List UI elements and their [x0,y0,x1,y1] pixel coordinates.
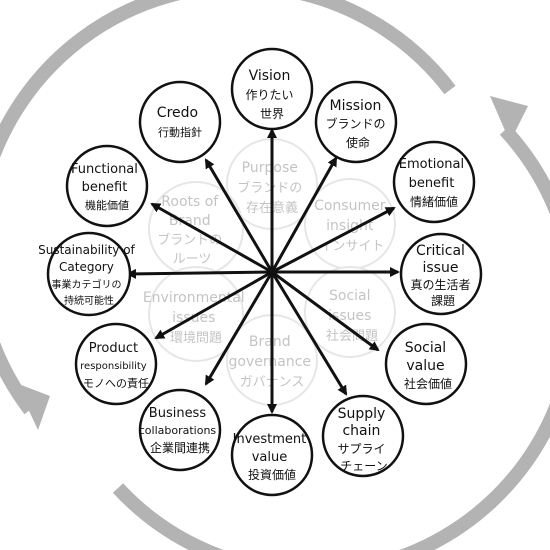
inner-node-social-issues-line-1: Social [329,288,371,304]
inner-node-consumer-line-2: insight [326,218,374,234]
arrow-to-sustainability-of-category [126,268,273,279]
svg-text:Functional benefit: Functional benefit 機能価値 [71,158,143,212]
inner-node-purpose-line-2: ブランドの [237,180,302,196]
node-investment-value-line-2: value [252,450,288,465]
svg-text:Roots of Brand: Roots of Brand ブランドの ルーツ [157,194,226,267]
node-sustainability-of-category-line-1: Sustainability of [38,243,135,257]
node-social-value-line-1: Social [405,340,447,356]
inner-node-roots-line-1: Roots of [161,194,219,210]
node-emotional-benefit-line-2: benefit [409,176,455,191]
arrow-to-emotional-benefit [271,206,396,274]
svg-text:Credo 行動指針: Credo 行動指針 [157,102,203,139]
inner-node-environmental-line-3: 環境問題 [170,331,222,346]
svg-text:Business collaboration: Business collaborations 企業間連携 [139,402,222,455]
node-critical-issue-line-3: 真の生活者 [410,278,470,292]
node-credo-line-2: 行動指針 [158,125,202,139]
node-critical-issue-line-1: Critical [416,243,465,259]
inner-node-brand-governance-line-1: Brand [249,334,291,350]
inner-node-consumer: Consumer insight インサイト [304,178,396,270]
inner-node-environmental-line-1: Environmental [143,290,245,306]
inner-node-social-issues: Social issues 社会問題 [304,266,396,358]
inner-circles: Purpose ブランドの 存在意義 Roots of Brand ブランドの … [143,138,396,406]
inner-node-consumer-line-3: インサイト [319,239,384,254]
node-credo-line-1: Credo [157,105,198,121]
arrow-to-functional-benefit [150,202,273,274]
node-sustainability-of-category: Sustainability of Category 事業カテゴリの 持続可能性 [38,231,140,317]
node-supply-chain-line-1: Supply [338,406,386,422]
arrow-to-credo [204,158,274,273]
node-supply-chain-line-2: chain [342,423,380,439]
node-investment-value-line-1: Investment [233,432,307,447]
inner-node-roots-line-2: Brand [169,213,211,229]
node-critical-issue: Critical issue 真の生活者 課題 [399,232,483,316]
inner-node-consumer-line-1: Consumer [314,198,386,214]
node-product-responsibility-line-1: Product [89,341,138,356]
node-emotional-benefit-line-3: 情緒価値 [410,194,458,209]
node-functional-benefit-line-3: 機能価値 [85,198,129,212]
node-functional-benefit-line-2: benefit [82,180,128,195]
node-product-responsibility: Product responsibility モノへの責任 [74,322,158,406]
svg-text:Sustainability of Cate: Sustainability of Category 事業カテゴリの 持続可能性 [38,239,140,307]
svg-text:Product responsibility: Product responsibility モノへの責任 [80,337,152,390]
inner-node-roots-line-4: ルーツ [173,252,212,267]
node-business-collaborations: Business collaborations 企業間連携 [139,388,222,472]
node-social-value-line-3: 社会価値 [404,376,452,391]
svg-text:Vision 作りたい 世界: Vision 作りたい 世界 [245,65,298,121]
node-emotional-benefit: Emotional benefit 情緒価値 [392,140,476,224]
arrow-to-business-collaborations [204,271,274,386]
arrow-to-social-value [271,270,380,352]
node-mission-line-1: Mission [330,98,382,114]
svg-text:Consumer insight: Consumer insight インサイト [314,198,390,254]
node-vision-line-2: 作りたい [245,88,293,102]
node-product-responsibility-line-2: responsibility [80,361,147,372]
cycle-arc-right [112,125,550,550]
node-emotional-benefit-line-1: Emotional [399,157,464,172]
node-vision: Vision 作りたい 世界 [230,47,314,131]
node-supply-chain-line-3: サプライ [337,442,385,456]
node-product-responsibility-line-3: モノへの責任 [83,376,149,390]
cycle-arc-left [0,0,456,415]
arrow-to-mission [270,156,338,273]
node-sustainability-of-category-line-2: Category [59,260,114,274]
node-mission: Mission ブランドの 使命 [314,80,398,164]
node-functional-benefit: Functional benefit 機能価値 [65,144,149,228]
node-vision-line-1: Vision [249,68,291,84]
arrow-to-supply-chain [270,271,348,396]
inner-node-social-issues-line-2: issues [328,308,371,324]
node-critical-issue-line-2: issue [422,260,458,276]
arrow-to-product-responsibility [154,270,273,340]
node-vision-line-3: 世界 [260,107,284,121]
node-investment-value-line-3: 投資価値 [248,467,296,482]
svg-text:Brand governance: Brand governance ガバナンス [229,334,316,390]
radial-arrows [126,128,400,414]
svg-text:Social value 社: Social value 社会価値 [404,337,452,391]
node-sustainability-of-category-line-4: 持続可能性 [64,294,114,307]
node-credo: Credo 行動指針 [138,80,222,164]
node-mission-line-3: 使命 [346,135,370,150]
svg-text:Mission ブランドの: Mission ブランドの 使命 [325,95,390,150]
svg-text:Emotional benefit: Emotional benefit 情緒価値 [399,153,469,209]
node-functional-benefit-line-1: Functional [71,162,138,177]
svg-text:Supply chain サ: Supply chain サプライ チェーン [337,403,390,473]
inner-node-brand-governance-line-2: governance [229,354,312,370]
node-investment-value: Investment value 投資価値 [230,413,314,497]
node-supply-chain: Supply chain サプライ チェーン [321,394,405,478]
svg-text:Investment value: Investment value 投資価値 [233,428,312,482]
outer-circles: Vision 作りたい 世界 Mission ブランドの 使命 Emotiona… [38,47,483,497]
node-sustainability-of-category-line-3: 事業カテゴリの [51,278,121,291]
node-supply-chain-line-4: チェーン [340,459,387,473]
node-social-value-line-2: value [406,358,444,374]
cycle-arrowhead-right [490,96,528,142]
cycle-arrowhead-left [16,383,50,430]
node-social-value: Social value 社会価値 [384,322,468,406]
node-mission-line-2: ブランドの [325,116,385,131]
node-business-collaborations-line-1: Business [149,406,207,421]
svg-text:Critical issue: Critical issue 真の生活者 課題 [410,240,475,308]
node-critical-issue-line-4: 課題 [431,293,455,308]
node-business-collaborations-line-2: collaborations [139,424,217,437]
node-business-collaborations-line-3: 企業間連携 [150,440,210,455]
inner-node-purpose-line-1: Purpose [242,160,298,176]
